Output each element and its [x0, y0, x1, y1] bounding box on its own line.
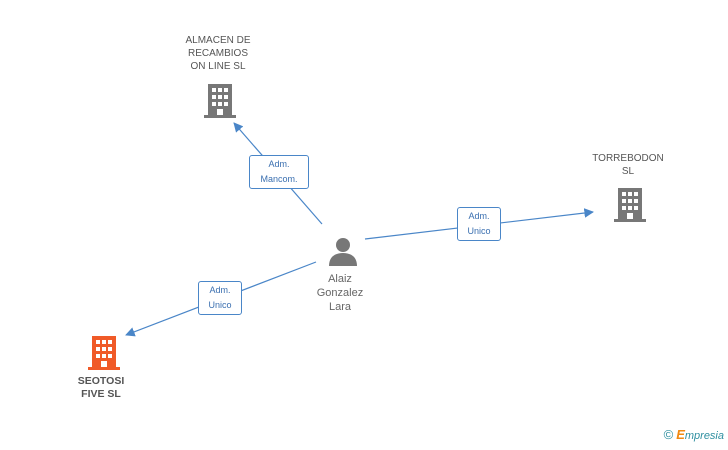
company-label-almacen-line3: ON LINE SL — [190, 61, 246, 72]
edge-badge-torrebodon-line2: Unico — [467, 226, 491, 236]
copyright-symbol: © — [663, 427, 674, 442]
person-label-line1: Alaiz — [328, 273, 352, 285]
edge-badge-torrebodon-line1: Adm. — [468, 211, 490, 221]
company-label-torrebodon-line2: SL — [621, 166, 635, 177]
person-label-line3: Lara — [328, 301, 352, 313]
company-label-seotosi-line2: FIVE SL — [81, 388, 121, 400]
brand-logo: © Empresia — [664, 427, 724, 442]
edge-badge-seotosi-line2: Unico — [208, 300, 232, 310]
edge-badge-almacen-line1: Adm. — [268, 159, 290, 169]
edge-badge-torrebodon: Adm. Unico — [457, 207, 501, 241]
person-label-line2: Gonzalez — [316, 287, 364, 299]
company-label-seotosi-line1: SEOTOSI — [77, 375, 125, 387]
company-label-almacen-line2: RECAMBIOS — [187, 48, 248, 59]
edge-badge-almacen: Adm. Mancom. — [249, 155, 309, 189]
edge-badge-seotosi-line1: Adm. — [209, 285, 231, 295]
edge-badge-seotosi: Adm. Unico — [198, 281, 242, 315]
building-icon-seotosi[interactable] — [88, 335, 120, 370]
person-label[interactable]: Alaiz Gonzalez Lara — [300, 272, 380, 314]
brand-name: mpresia — [684, 430, 724, 442]
edge-badge-almacen-line2: Mancom. — [260, 174, 298, 184]
company-label-almacen-line1: ALMACEN DE — [185, 35, 251, 46]
company-label-torrebodon[interactable]: TORREBODON SL — [578, 152, 678, 178]
company-label-torrebodon-line1: TORREBODON — [592, 153, 664, 164]
brand-logo-e: E — [676, 427, 685, 442]
company-label-almacen[interactable]: ALMACEN DE RECAMBIOS ON LINE SL — [168, 34, 268, 73]
building-icon-almacen[interactable] — [204, 83, 236, 118]
person-icon[interactable] — [328, 236, 358, 266]
company-label-seotosi[interactable]: SEOTOSI FIVE SL — [51, 375, 151, 401]
building-icon-torrebodon[interactable] — [614, 187, 646, 222]
